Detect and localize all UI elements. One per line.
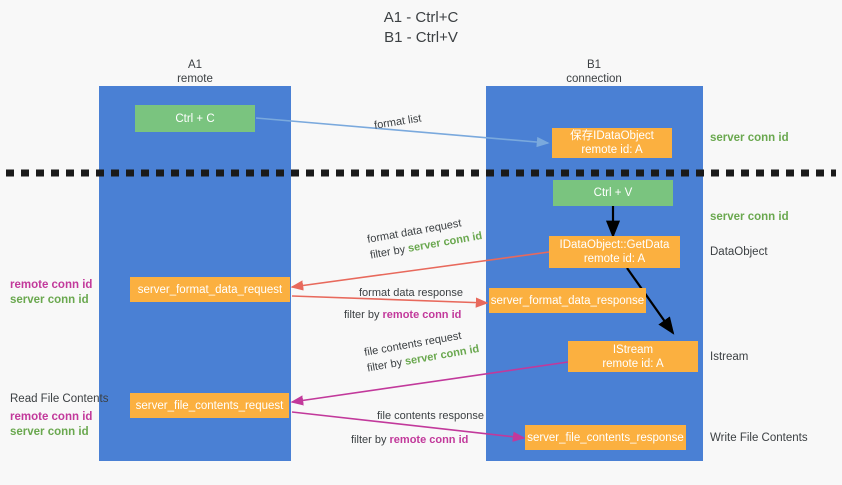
arrow-file-contents-response: [291, 411, 526, 442]
annotation-format-remote-conn-id: remote conn id: [10, 279, 93, 291]
annotation-file-remote-conn-id: remote conn id: [10, 411, 93, 423]
edge-label-fcres-prefix: filter by: [351, 434, 390, 446]
edge-label-file-contents-response-line1: file contents response: [377, 410, 485, 422]
node-ctrl-c-label: Ctrl + C: [175, 112, 215, 125]
annotation-dataobject: DataObject: [710, 246, 768, 258]
annotation-format-server-conn-id: server conn id: [10, 294, 89, 306]
edge-label-fdres-prefix: filter by: [344, 309, 383, 321]
node-istream-line1: IStream: [612, 343, 654, 356]
node-getdata-line1: IDataObject::GetData: [559, 239, 670, 251]
edge-label-format-data-response-line1: format data response: [359, 287, 463, 299]
column-b1-name: B1: [586, 59, 602, 71]
node-ctrl-c[interactable]: Ctrl + C: [135, 105, 255, 132]
annotation-group-file: Read File Contents remote conn id server…: [10, 392, 109, 438]
column-header-b1: B1 connection: [494, 58, 694, 86]
node-server-format-data-request-label: server_format_data_request: [137, 283, 283, 296]
arrow-format-list: [255, 117, 550, 148]
node-idataobject-getdata[interactable]: IDataObject::GetData remote id: A: [549, 236, 680, 268]
arrow-getdata-to-istream: [626, 267, 675, 335]
node-server-file-contents-request[interactable]: server_file_contents_request: [130, 393, 289, 418]
node-save-idataobject-line1: 保存IDataObject: [570, 130, 654, 142]
node-server-format-data-request[interactable]: server_format_data_request: [130, 277, 290, 302]
annotation-server-conn-id-second: server conn id: [710, 211, 789, 223]
edge-label-format-data-response-line2: filter by remote conn id: [344, 307, 463, 323]
node-ctrl-v[interactable]: Ctrl + V: [553, 180, 673, 206]
title-line-1: A1 - Ctrl+C: [383, 9, 459, 26]
node-ctrl-v-label: Ctrl + V: [593, 187, 633, 199]
column-a1-name: A1: [187, 59, 203, 71]
annotation-file-server-conn-id: server conn id: [10, 426, 89, 438]
edge-label-file-contents-response: file contents response filter by remote …: [351, 408, 485, 448]
node-save-idataobject-line2: remote id: A: [581, 144, 643, 156]
annotation-write-file-contents: Write File Contents: [710, 432, 808, 444]
arrow-file-contents-request: [290, 361, 569, 406]
node-istream-line2: remote id: A: [602, 357, 664, 370]
page-title: A1 - Ctrl+C B1 - Ctrl+V: [0, 8, 842, 48]
annotation-group-format: remote conn id server conn id: [10, 278, 92, 308]
column-b1-sub: connection: [566, 73, 622, 85]
annotation-istream: Istream: [710, 351, 749, 363]
node-istream[interactable]: IStream remote id: A: [568, 341, 698, 372]
edge-label-file-contents-response-line2: filter by remote conn id: [351, 432, 484, 448]
arrow-format-data-response: [291, 295, 489, 308]
node-server-format-data-response-label: server_format_data_response: [490, 294, 645, 307]
node-server-file-contents-request-label: server_file_contents_request: [135, 399, 284, 412]
node-getdata-line2: remote id: A: [583, 253, 646, 265]
node-save-idataobject[interactable]: 保存IDataObject remote id: A: [552, 128, 672, 158]
column-header-a1: A1 remote: [95, 58, 295, 86]
node-server-file-contents-response[interactable]: server_file_contents_response: [525, 425, 686, 450]
annotation-server-conn-id-top: server conn id: [710, 132, 789, 144]
annotation-read-file-contents: Read File Contents: [10, 393, 109, 405]
edge-label-fcres-filter: remote conn id: [389, 434, 469, 446]
node-server-file-contents-response-label: server_file_contents_response: [527, 431, 684, 444]
title-line-2: B1 - Ctrl+V: [384, 29, 458, 46]
node-server-format-data-response[interactable]: server_format_data_response: [489, 288, 646, 313]
edge-label-format-data-response: format data response filter by remote co…: [344, 285, 463, 323]
edge-label-fdres-filter: remote conn id: [382, 309, 462, 321]
arrow-format-data-request: [290, 251, 550, 291]
column-a1-sub: remote: [177, 73, 213, 85]
